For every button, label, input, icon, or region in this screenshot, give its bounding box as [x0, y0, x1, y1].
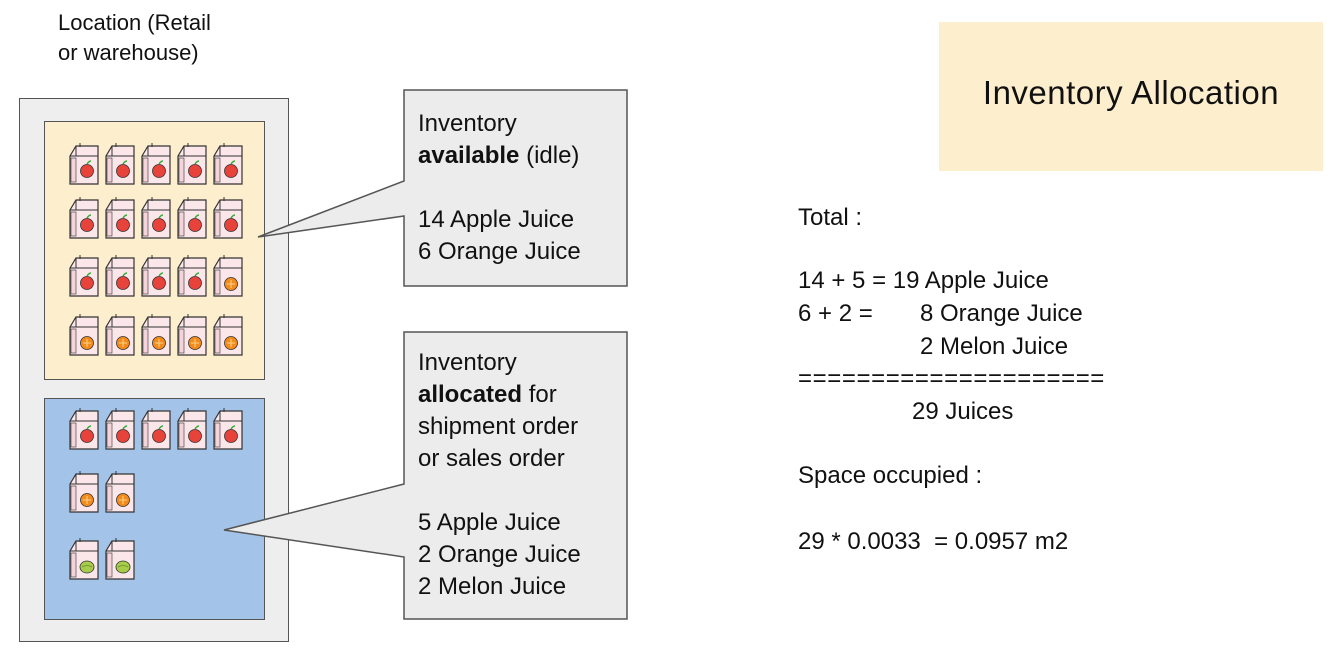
- melon-juice-carton-icon: [68, 537, 100, 581]
- available-callout-line2-rest: (idle): [519, 142, 580, 169]
- location-label-line1: Location (Retail: [58, 10, 211, 35]
- orange-juice-carton-icon: [104, 470, 136, 514]
- orange-juice-carton-icon: [212, 254, 244, 298]
- allocated-callout-line2-rest: for: [522, 381, 557, 408]
- orange-juice-carton-icon: [68, 470, 100, 514]
- page-title: Inventory Allocation: [982, 74, 1280, 111]
- allocated-callout-line3: shipment order: [418, 413, 579, 440]
- available-callout-line2: available (idle): [418, 140, 581, 172]
- orange-juice-carton-icon: [140, 313, 172, 357]
- total-row-apple: 14 + 5 = 19 Apple Juice: [798, 264, 1049, 297]
- apple-juice-carton-icon: [68, 196, 100, 240]
- apple-juice-carton-icon: [104, 196, 136, 240]
- apple-juice-carton-icon: [176, 142, 208, 186]
- melon-juice-carton-icon: [104, 537, 136, 581]
- available-callout-line1: Inventory: [418, 110, 517, 137]
- allocated-item-apple: 5 Apple Juice: [418, 509, 561, 536]
- space-occupied-calc: 29 * 0.0033 = 0.0957 m2: [798, 528, 1069, 555]
- allocated-callout-bubble: [223, 331, 628, 620]
- orange-juice-carton-icon: [176, 313, 208, 357]
- orange-juice-carton-icon: [212, 313, 244, 357]
- apple-juice-carton-icon: [104, 407, 136, 451]
- grand-total: 29 Juices: [912, 398, 1014, 425]
- apple-juice-carton-icon: [68, 254, 100, 298]
- available-item-orange: 6 Orange Juice: [418, 238, 581, 265]
- orange-juice-carton-icon: [104, 313, 136, 357]
- allocated-keyword: allocated: [418, 381, 523, 408]
- apple-juice-carton-icon: [140, 196, 172, 240]
- available-callout-text: Inventory available (idle) 14 Apple Juic…: [418, 108, 581, 268]
- title-box: Inventory Allocation: [939, 22, 1323, 171]
- allocated-item-orange: 2 Orange Juice: [418, 541, 581, 568]
- allocated-callout-line1: Inventory: [418, 349, 517, 376]
- allocated-callout-line4: or sales order: [418, 445, 565, 472]
- available-keyword: available: [418, 142, 520, 169]
- allocated-item-melon: 2 Melon Juice: [418, 573, 567, 600]
- apple-juice-carton-icon: [140, 254, 172, 298]
- orange-juice-carton-icon: [68, 313, 100, 357]
- location-label-line2: or warehouse): [58, 40, 199, 65]
- apple-juice-carton-icon: [68, 407, 100, 451]
- apple-juice-carton-icon: [140, 142, 172, 186]
- total-label: Total :: [798, 204, 863, 231]
- allocated-callout-text: Inventory allocated for shipment order o…: [418, 347, 581, 603]
- available-callout-bubble: [257, 89, 628, 287]
- total-row-apple-result: 19 Apple Juice: [892, 267, 1049, 294]
- total-row-orange-result: 8 Orange Juice: [920, 300, 1083, 327]
- total-separator: =====================: [798, 365, 1105, 392]
- allocated-callout-line2: allocated for: [418, 379, 581, 411]
- apple-juice-carton-icon: [104, 254, 136, 298]
- apple-juice-carton-icon: [212, 196, 244, 240]
- apple-juice-carton-icon: [176, 254, 208, 298]
- total-row-orange-calc: 6 + 2 =: [798, 300, 873, 327]
- available-item-apple: 14 Apple Juice: [418, 206, 575, 233]
- total-row-melon-result: 2 Melon Juice: [920, 333, 1069, 360]
- apple-juice-carton-icon: [176, 196, 208, 240]
- apple-juice-carton-icon: [140, 407, 172, 451]
- location-label: Location (Retail or warehouse): [58, 8, 211, 68]
- apple-juice-carton-icon: [68, 142, 100, 186]
- apple-juice-carton-icon: [212, 142, 244, 186]
- total-row-apple-calc: 14 + 5 =: [798, 267, 893, 294]
- apple-juice-carton-icon: [212, 407, 244, 451]
- apple-juice-carton-icon: [176, 407, 208, 451]
- apple-juice-carton-icon: [104, 142, 136, 186]
- space-occupied-label: Space occupied :: [798, 462, 983, 489]
